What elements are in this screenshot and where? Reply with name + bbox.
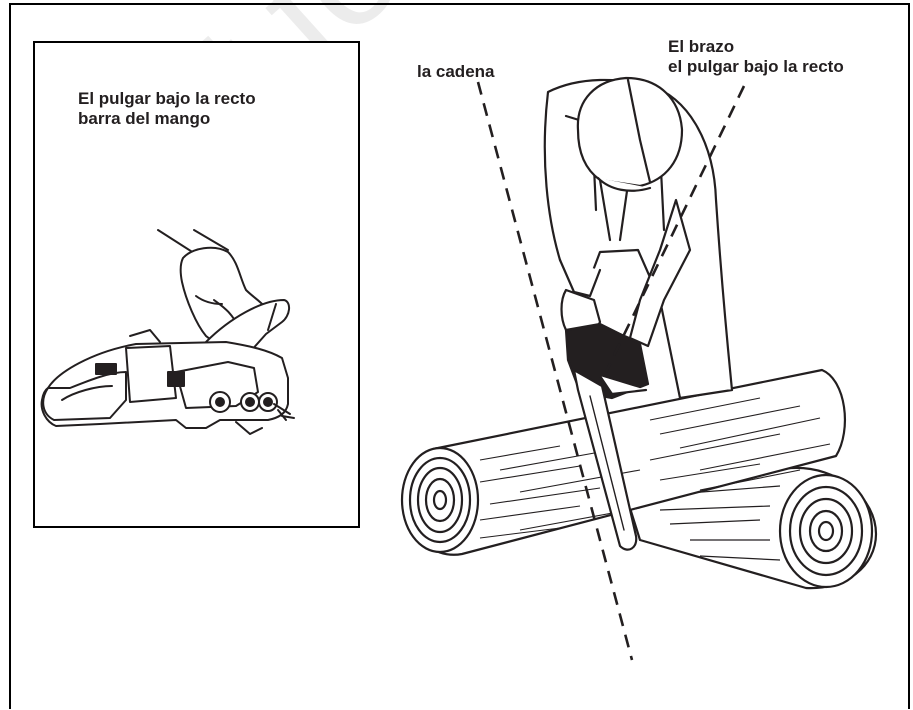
figure-frame: [9, 3, 910, 709]
chain-callout: la cadena: [417, 62, 495, 81]
arm-callout: El brazo el pulgar bajo la recto: [668, 37, 844, 77]
arm-callout-line2: el pulgar bajo la recto: [668, 57, 844, 76]
log-back: [618, 466, 878, 590]
operator-cutting-log-illustration: [543, 76, 734, 551]
inset-caption-line1: El pulgar bajo la recto: [78, 89, 256, 108]
inset-caption-line2: barra del mango: [78, 109, 211, 128]
chain-reference-line: [476, 81, 634, 661]
arm-callout-line1: El brazo: [668, 37, 735, 56]
arm-reference-line: [604, 85, 746, 373]
log-front: [400, 368, 847, 556]
inset-caption: El pulgar bajo la recto barra del mango: [78, 89, 256, 129]
chainsaw-grip-illustration: [40, 229, 295, 435]
